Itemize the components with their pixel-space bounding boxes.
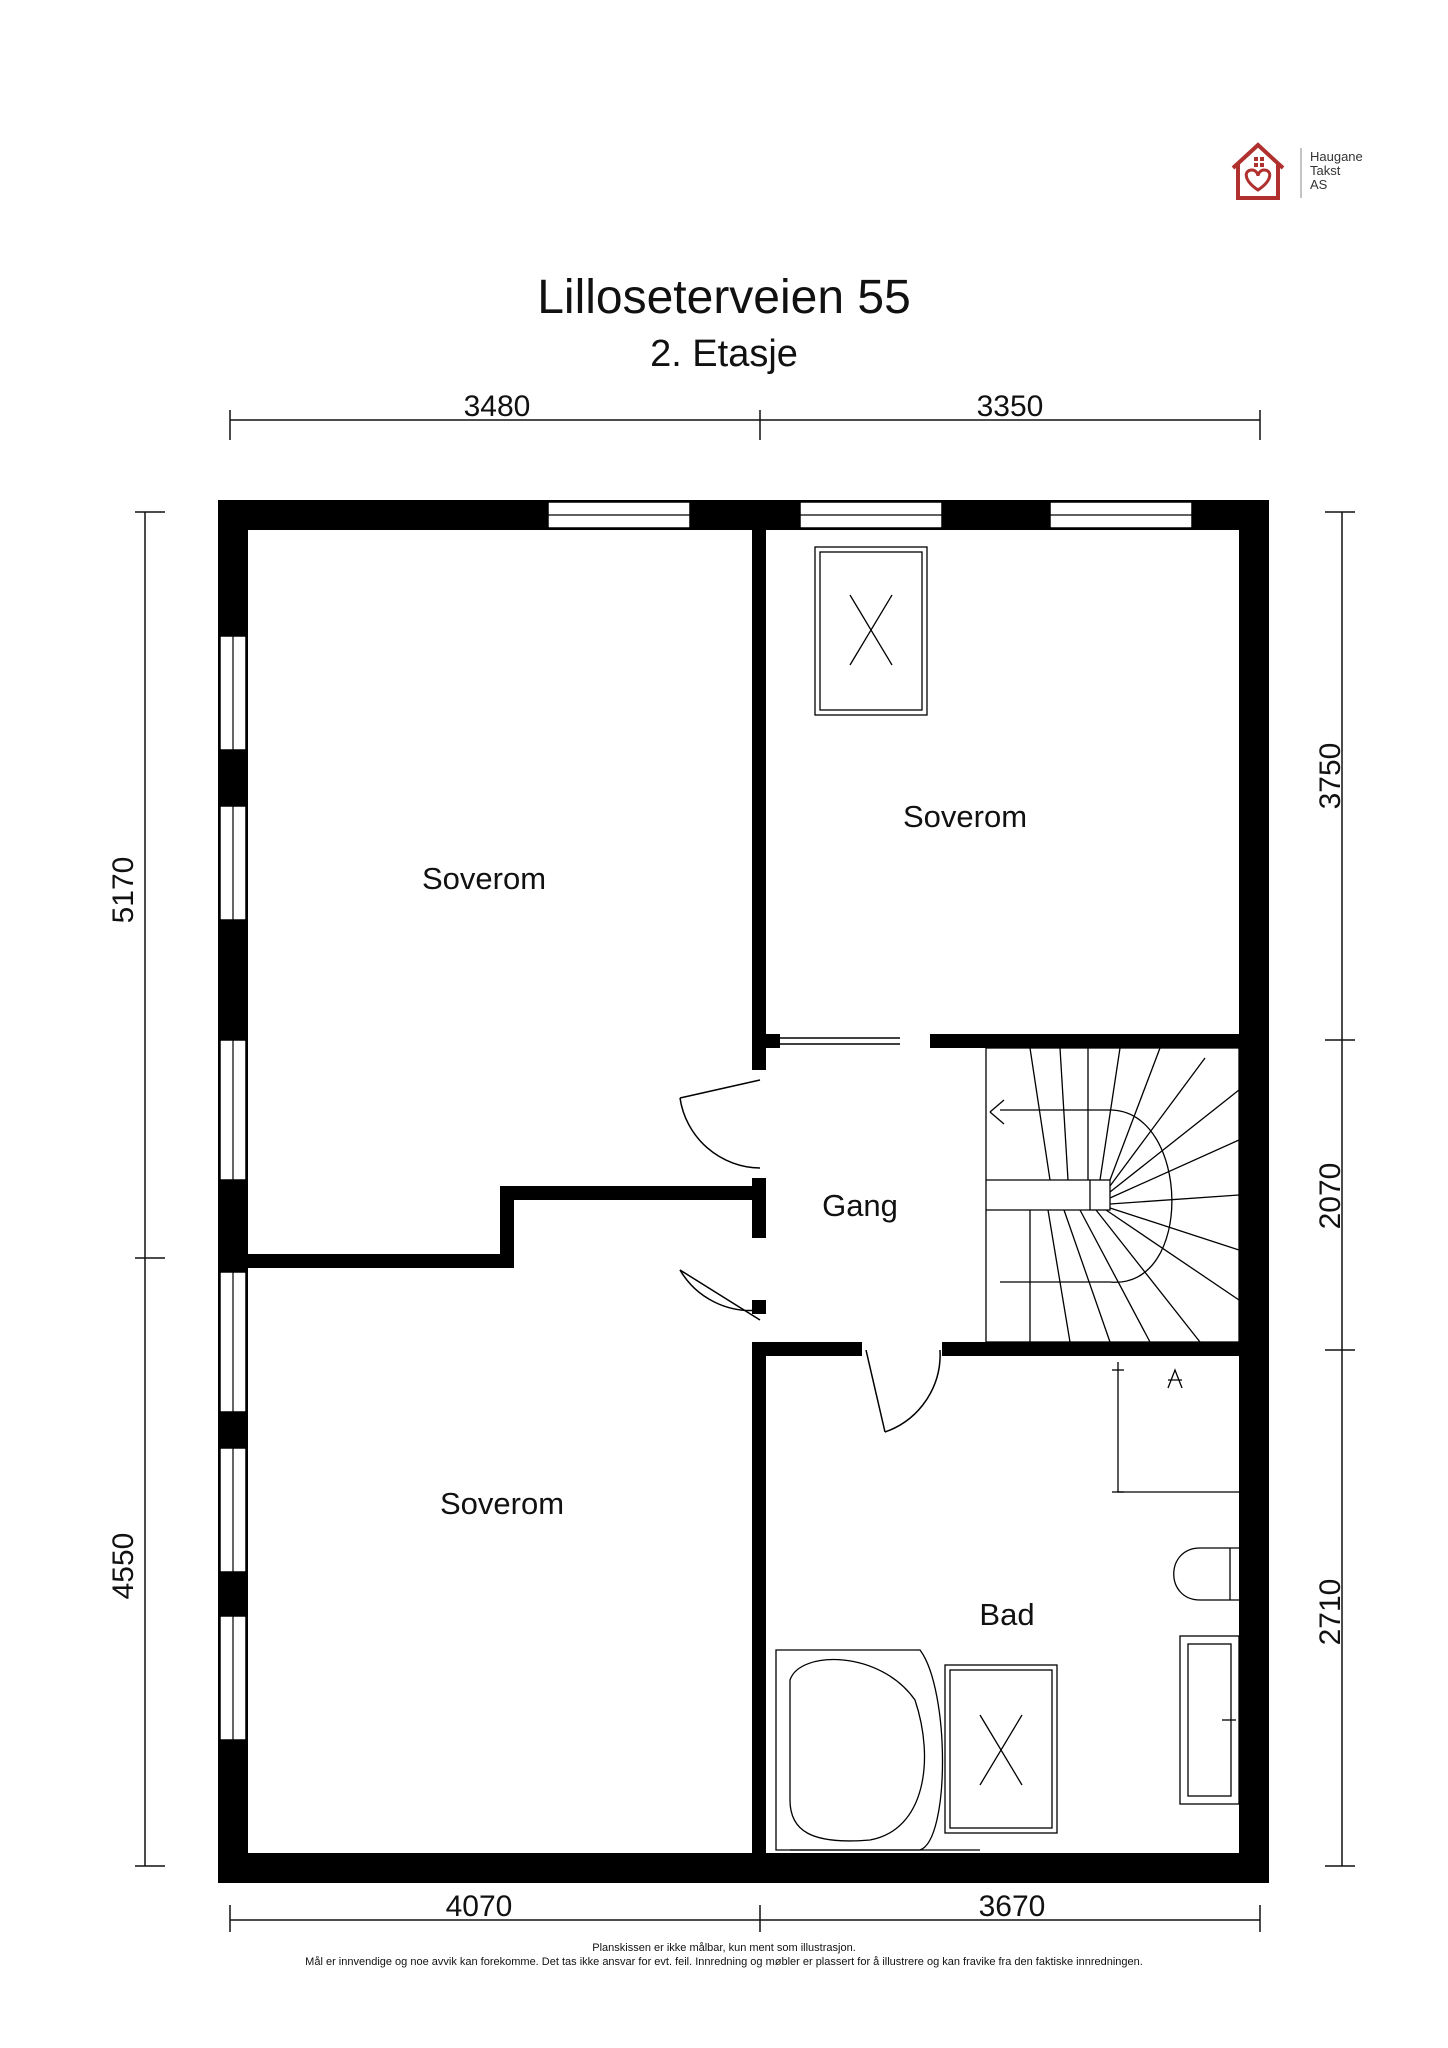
window-top-2 [799,501,943,529]
window-left-6 [219,1615,247,1741]
dim-bottom-left: 4070 [446,1890,513,1923]
bathroom-fixtures [775,1362,1240,1851]
room-bedroom-lower-left: Soverom [440,1486,564,1521]
disclaimer-line-2: Mål er innvendige og noe avvik kan forek… [305,1956,1143,1968]
skylights [814,546,1058,1834]
dim-top-left: 3480 [464,390,531,423]
dim-right-lower: 2710 [1314,1579,1347,1646]
window-top-1 [547,501,691,529]
window-left-5 [219,1447,247,1573]
dim-right-upper: 3750 [1314,743,1347,810]
interior-walls [246,528,1241,1856]
plan-title: Lilloseterveien 55 [537,271,911,324]
dim-bottom-right: 3670 [979,1890,1046,1923]
window-left-2 [219,805,247,921]
dim-top-right: 3350 [977,390,1044,423]
window-top-3 [1049,501,1193,529]
logo-line-1: Haugane [1310,149,1363,164]
staircase [985,1047,1240,1343]
room-hallway: Gang [822,1188,898,1223]
dimension-lines [135,410,1355,1932]
windows [219,501,1193,1741]
window-left-3 [219,1039,247,1181]
dim-left-upper: 5170 [107,857,140,924]
room-bathroom: Bad [979,1597,1034,1632]
house-heart-icon [1231,142,1302,200]
room-bedroom-upper-right: Soverom [903,799,1027,834]
logo-text: Haugane Takst AS [1310,150,1363,192]
logo-line-2: Takst [1310,163,1341,178]
window-left-4 [219,1271,247,1413]
disclaimer-line-1: Planskissen er ikke målbar, kun ment som… [592,1942,856,1954]
dim-right-middle: 2070 [1314,1163,1347,1230]
room-bedroom-upper-left: Soverom [422,861,546,896]
window-left-1 [219,635,247,751]
company-logo [1228,140,1368,202]
plan-subtitle: 2. Etasje [650,333,798,375]
doors [679,1037,941,1433]
logo-line-3: AS [1310,177,1328,192]
dim-left-lower: 4550 [107,1533,140,1600]
